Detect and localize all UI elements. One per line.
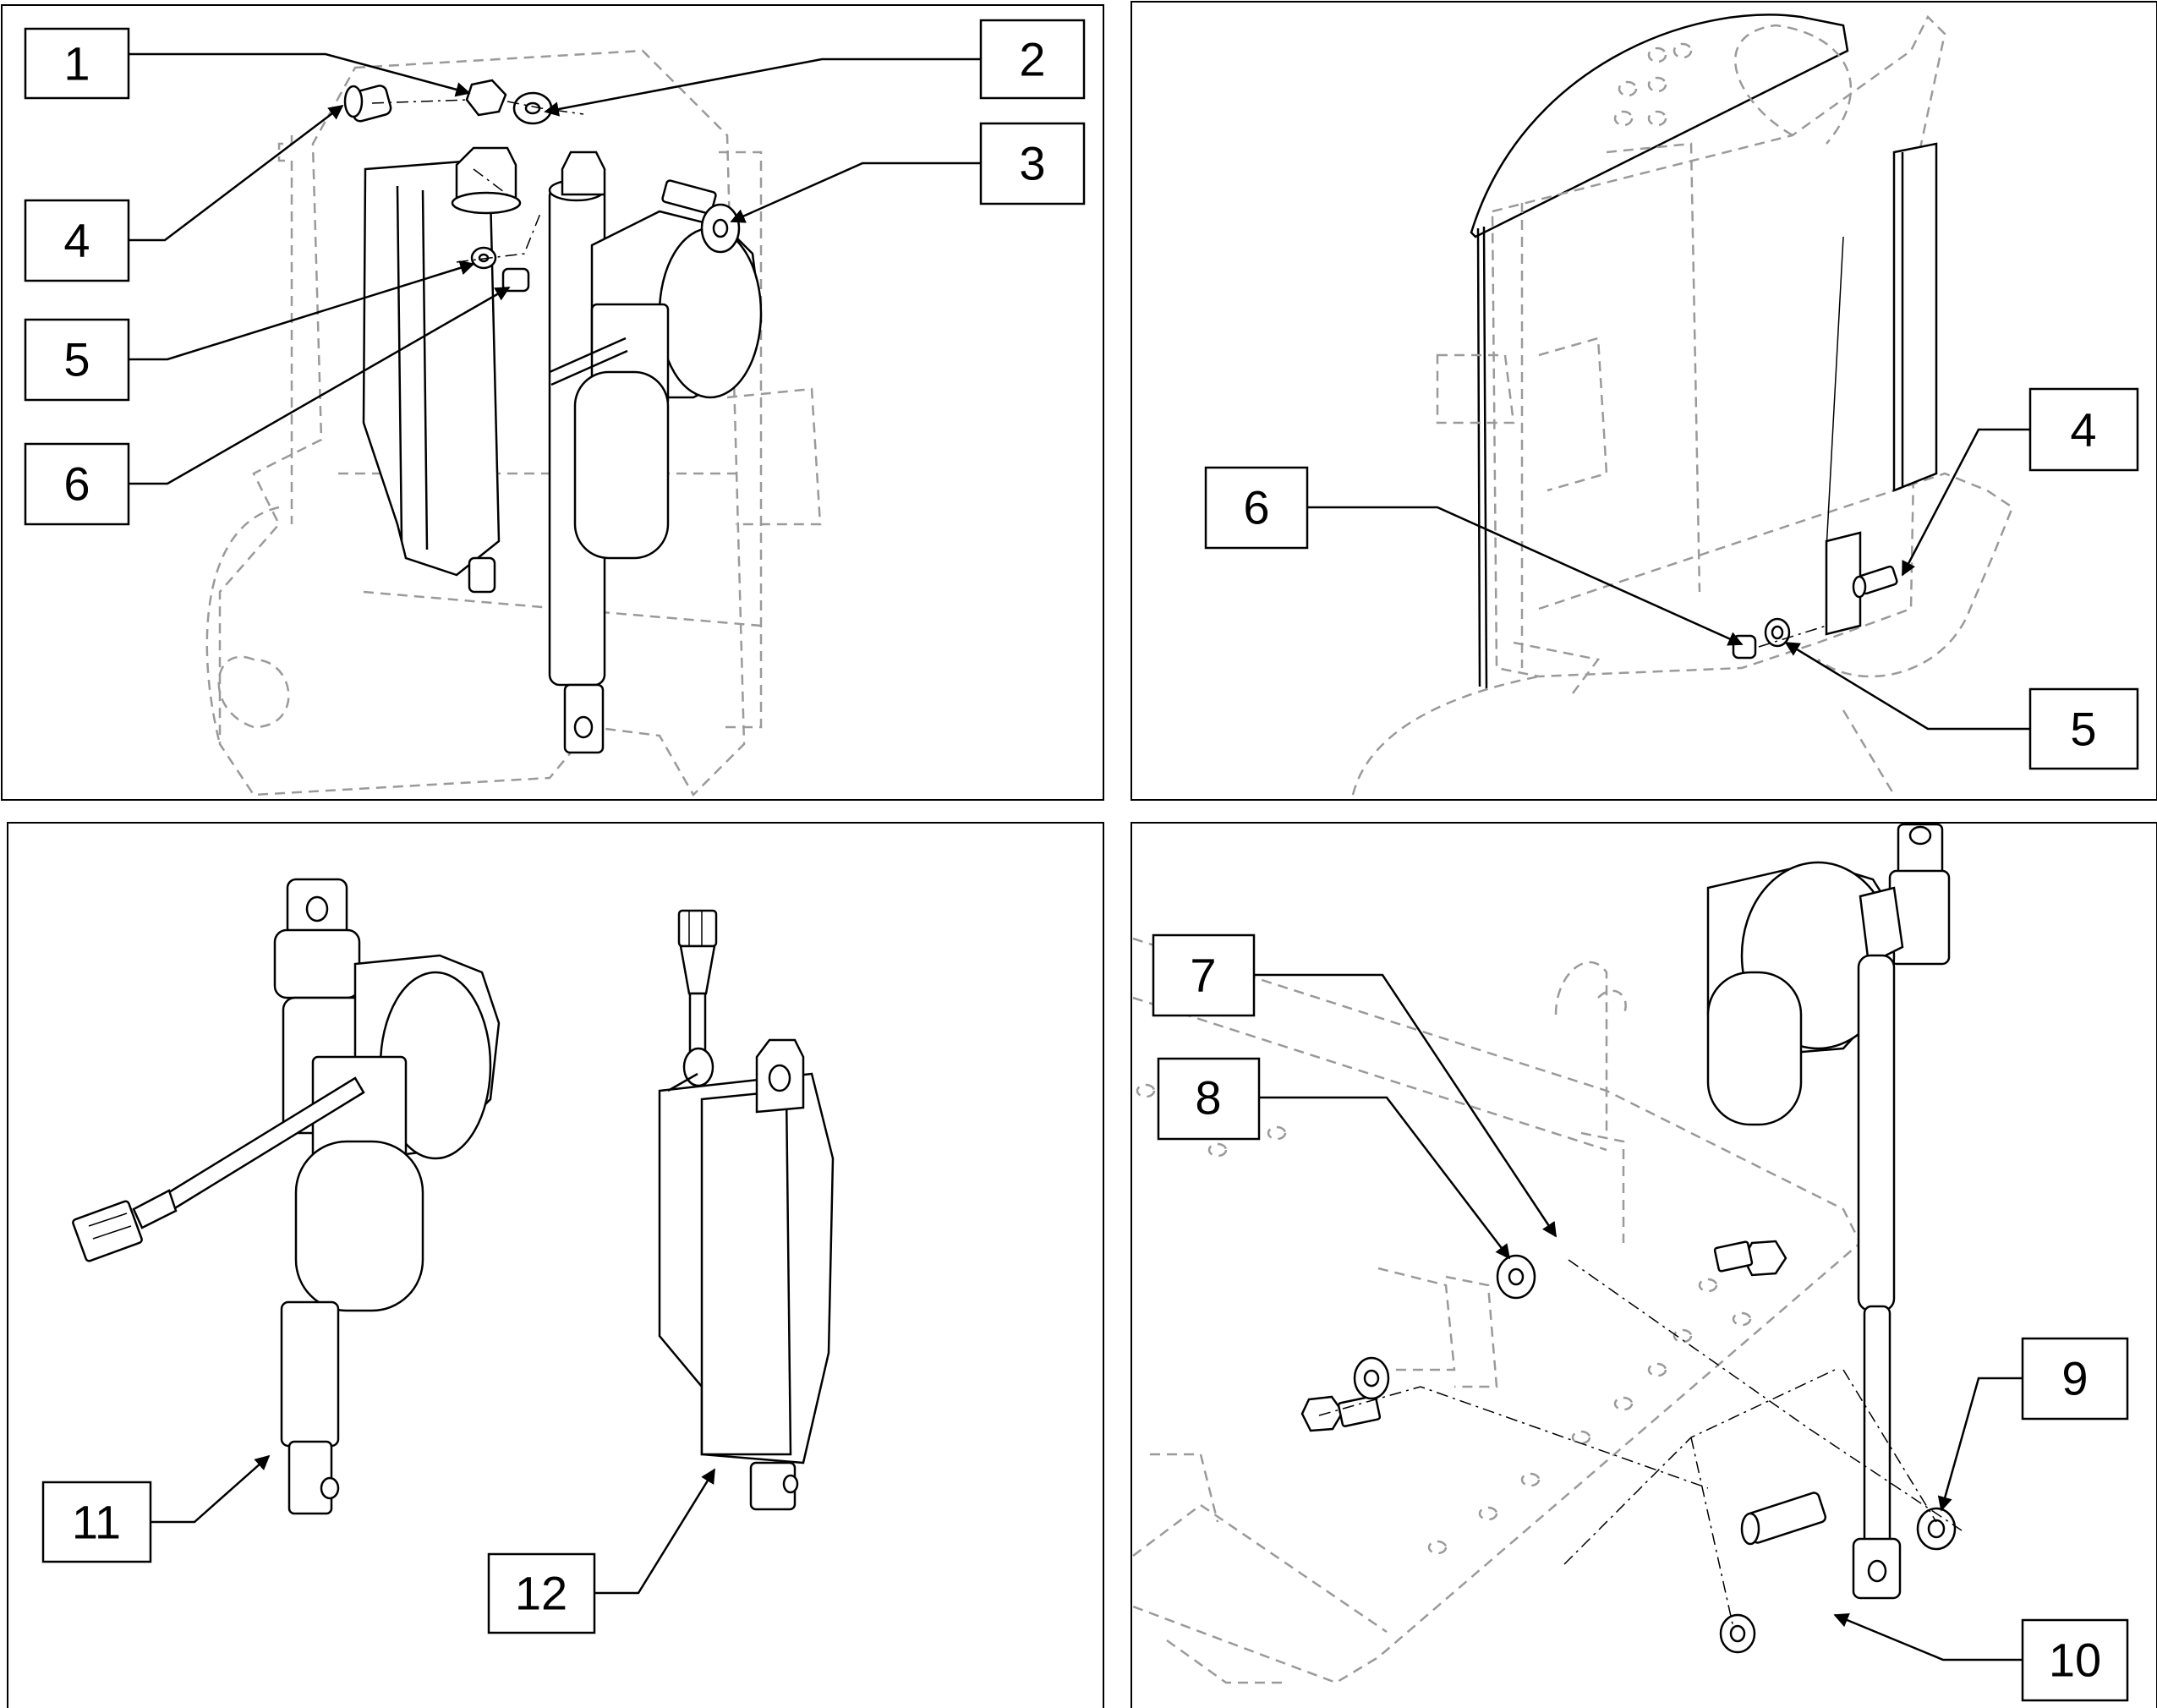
callout-7-label: 7 (1190, 949, 1216, 1002)
callout-6-top-right: 6 (1204, 466, 1309, 550)
callout-6-top-right-label: 6 (1243, 481, 1269, 534)
panel-top-right-leaders (1307, 428, 2030, 731)
panel-bottom-left-leaders (151, 1454, 716, 1595)
callout-1-label: 1 (63, 37, 90, 90)
callout-4-label: 4 (63, 214, 90, 267)
callout-6: 6 (24, 442, 130, 526)
callout-12: 12 (487, 1552, 596, 1634)
callout-5-top-right: 5 (2028, 687, 2139, 770)
callout-5: 5 (24, 318, 130, 402)
callout-9-label: 9 (2061, 1352, 2088, 1405)
callout-4-top-right-label: 4 (2070, 403, 2096, 457)
callout-5-label: 5 (63, 333, 90, 386)
callout-10-label: 10 (2049, 1634, 2101, 1687)
panel-bottom-right-frame (1131, 822, 2157, 1708)
actuator-12 (658, 909, 835, 1511)
callout-11: 11 (41, 1481, 152, 1563)
callout-3: 3 (979, 122, 1086, 205)
callout-8-label: 8 (1195, 1071, 1221, 1125)
callout-5-top-right-label: 5 (2070, 703, 2096, 756)
callout-7: 7 (1152, 933, 1256, 1017)
callout-2-label: 2 (1019, 33, 1045, 86)
callout-11-label: 11 (72, 1496, 121, 1549)
callout-3-label: 3 (1019, 137, 1045, 190)
callout-6-label: 6 (63, 457, 90, 511)
panel-bottom-right-leaders (1254, 973, 2023, 1661)
panel-bottom-left-illustration (72, 878, 835, 1515)
callout-12-label: 12 (515, 1567, 567, 1620)
callout-4-top-right: 4 (2028, 387, 2139, 472)
panel-top-left-leaders (129, 52, 981, 485)
callout-10: 10 (2021, 1618, 2129, 1702)
callout-1: 1 (24, 27, 130, 100)
actuator-bottom-right (1706, 823, 1951, 1600)
callout-2: 2 (979, 19, 1086, 100)
actuator-11 (72, 878, 501, 1515)
panel-bottom-right-illustration (1132, 823, 1963, 1684)
callout-8: 8 (1157, 1057, 1261, 1141)
panel-top-right-illustration (1351, 14, 2014, 796)
callout-4: 4 (24, 199, 130, 282)
callout-9: 9 (2021, 1337, 2129, 1421)
